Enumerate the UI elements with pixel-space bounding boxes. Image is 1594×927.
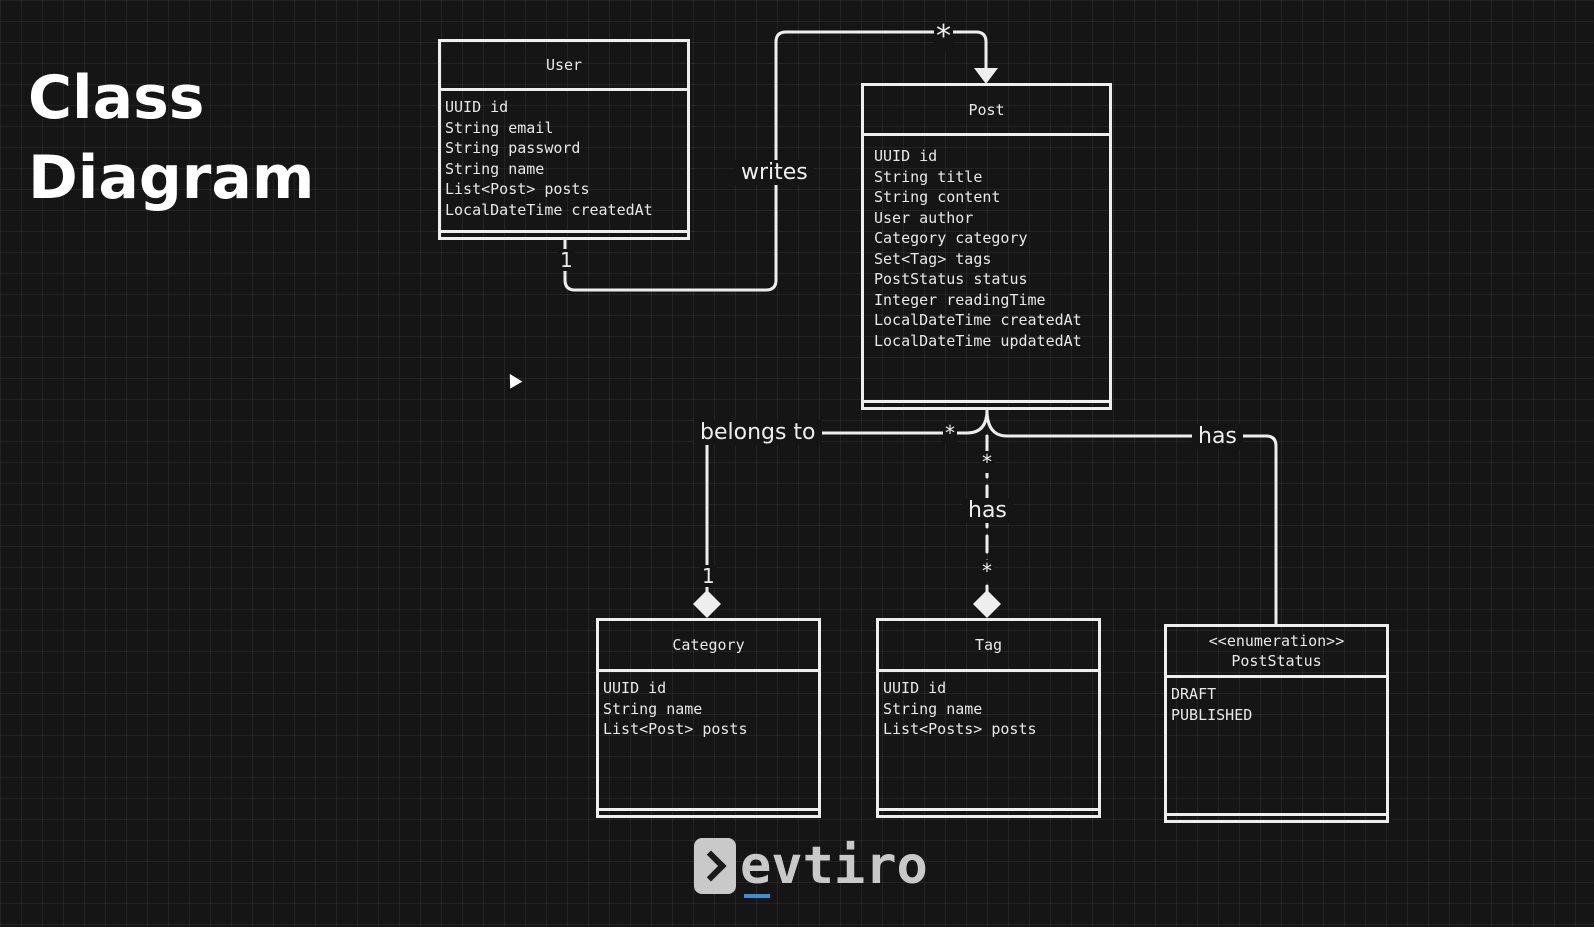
has-status-label: has (1192, 424, 1243, 449)
attribute: String title (874, 167, 983, 186)
class-tag-attributes: UUID id String name List<Posts> posts (879, 672, 1098, 740)
class-user-attributes: UUID id String email String password Str… (441, 91, 687, 220)
class-tag: Tag UUID id String name List<Posts> post… (876, 618, 1101, 818)
class-category-methods (599, 808, 818, 811)
class-post-status-header: <<enumeration>> PostStatus (1167, 627, 1386, 678)
attribute: Integer readingTime (874, 290, 1046, 309)
attribute: List<Post> posts (445, 180, 590, 198)
class-category-name: Category (672, 636, 745, 654)
attribute: PostStatus status (874, 270, 1028, 288)
class-post-header: Post (864, 86, 1109, 136)
has-tags-to-multiplicity: * (980, 559, 994, 583)
class-tag-name: Tag (974, 636, 1003, 654)
belongs-to-label: belongs to (694, 420, 822, 445)
has-tags-from-multiplicity: * (980, 450, 994, 474)
class-post-attributes: UUID id String title String content User… (864, 136, 1109, 351)
logo-underline (744, 894, 770, 898)
enum-value: DRAFT (1171, 685, 1217, 703)
class-post-status-methods (1167, 813, 1386, 816)
class-tag-header: Tag (879, 621, 1098, 672)
category-aggregation-diamond (693, 590, 721, 618)
class-user-header: User (441, 42, 687, 91)
class-user: User UUID id String email String passwor… (438, 39, 690, 240)
has-tags-label: has (962, 498, 1013, 523)
title-line-1: Class (28, 63, 205, 133)
attribute: String name (883, 699, 983, 718)
page-title: Class Diagram (28, 58, 314, 218)
attribute: String content (874, 188, 1001, 206)
logo-mark-icon (694, 838, 736, 894)
attribute: List<Post> posts (603, 720, 748, 738)
writes-arrowhead (974, 68, 998, 84)
attribute: String name (445, 159, 545, 178)
class-category-header: Category (599, 621, 818, 672)
has-status-line (985, 408, 1278, 626)
attribute: UUID id (445, 98, 509, 116)
attribute: UUID id (874, 147, 938, 165)
class-user-methods (441, 230, 687, 233)
class-post-name: Post (968, 100, 1005, 119)
enum-value: PUBLISHED (1171, 705, 1253, 724)
attribute: List<Posts> posts (883, 720, 1037, 738)
belongs-to-to-multiplicity: 1 (700, 564, 717, 588)
writes-from-multiplicity: 1 (558, 248, 575, 272)
attribute: LocalDateTime createdAt (445, 200, 653, 219)
class-user-name: User (545, 56, 583, 74)
tag-aggregation-diamond (973, 590, 1001, 618)
class-post-status-stereotype: <<enumeration>> (1208, 632, 1345, 650)
writes-to-multiplicity: * (934, 19, 953, 54)
class-category-attributes: UUID id String name List<Post> posts (599, 672, 818, 740)
attribute: Set<Tag> tags (874, 249, 992, 268)
logo-text: evtiro (740, 836, 928, 898)
attribute: User author (874, 208, 974, 227)
attribute: String password (445, 139, 581, 157)
logo-wordmark: evtiro (740, 836, 928, 896)
class-category: Category UUID id String name List<Post> … (596, 618, 821, 818)
class-post-status: <<enumeration>> PostStatus DRAFT PUBLISH… (1164, 624, 1389, 823)
attribute: LocalDateTime updatedAt (874, 331, 1082, 350)
attribute: String email (445, 118, 554, 137)
class-post: Post UUID id String title String content… (861, 83, 1112, 410)
devtiro-logo: evtiro (694, 836, 928, 898)
attribute: UUID id (883, 679, 947, 697)
belongs-to-from-multiplicity: * (943, 421, 957, 445)
class-tag-methods (879, 808, 1098, 811)
class-post-status-values: DRAFT PUBLISHED (1167, 678, 1386, 725)
attribute: LocalDateTime createdAt (874, 311, 1082, 329)
attribute: String name (603, 699, 703, 718)
class-post-methods (864, 400, 1109, 403)
title-line-2: Diagram (28, 143, 315, 213)
attribute: Category category (874, 229, 1028, 247)
class-post-status-name: PostStatus (1231, 652, 1322, 670)
attribute: UUID id (603, 679, 667, 697)
writes-label: writes (735, 160, 814, 185)
